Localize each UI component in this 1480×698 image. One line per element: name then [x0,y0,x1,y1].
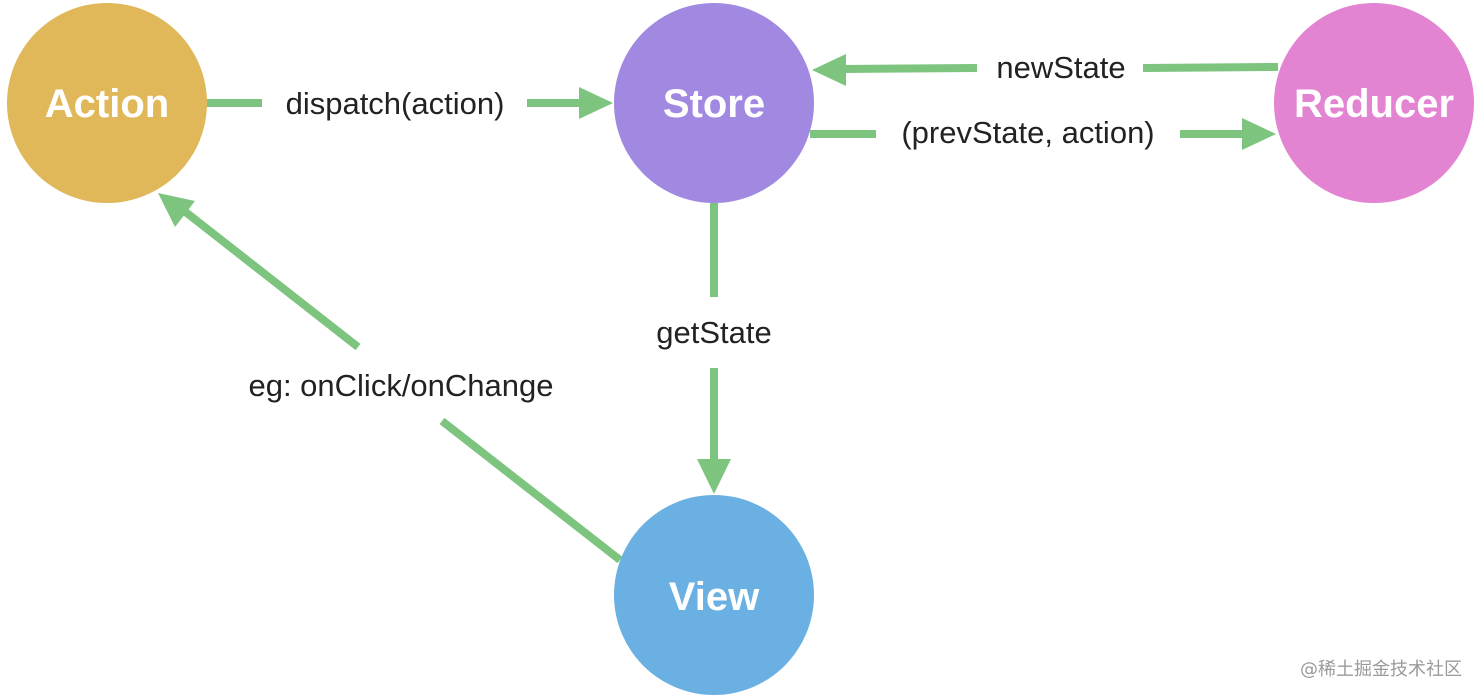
edge-new-state-line-start [1142,63,1279,72]
edge-dispatch-label: dispatch(action) [286,86,505,121]
node-view-label: View [669,575,760,619]
edge-dispatch-arrowhead [579,87,613,119]
edge-dispatch: dispatch(action) [207,86,613,121]
edge-prev-state-arrowhead [1242,118,1276,150]
edge-new-state-label: newState [996,50,1125,85]
node-action-label: Action [45,82,169,126]
edge-prev-state-label: (prevState, action) [901,115,1154,150]
node-reducer: Reducer [1274,3,1474,203]
edge-new-state-line-end [842,64,978,73]
node-store: Store [614,3,814,203]
edge-view-event-line-start [439,417,623,564]
node-store-label: Store [663,82,765,126]
node-view: View [614,495,814,695]
node-action: Action [7,3,207,203]
edge-get-state-label: getState [656,315,771,350]
edge-new-state: newState [812,50,1279,86]
edge-new-state-arrowhead [812,54,846,86]
edge-prev-state: (prevState, action) [810,115,1276,150]
node-reducer-label: Reducer [1294,82,1454,126]
node-reducer-circle [1274,3,1474,203]
edge-get-state: getState [656,203,772,494]
node-action-circle [7,3,207,203]
edge-get-state-arrowhead [697,459,731,494]
edge-view-event-arrowhead [158,193,195,227]
node-store-circle [614,3,814,203]
edge-view-event: eg: onClick/onChange [158,193,623,564]
node-view-circle [614,495,814,695]
edge-view-event-line-end [180,206,361,351]
watermark-text: @稀土掘金技术社区 [1300,659,1462,680]
edge-view-event-label: eg: onClick/onChange [248,368,553,403]
